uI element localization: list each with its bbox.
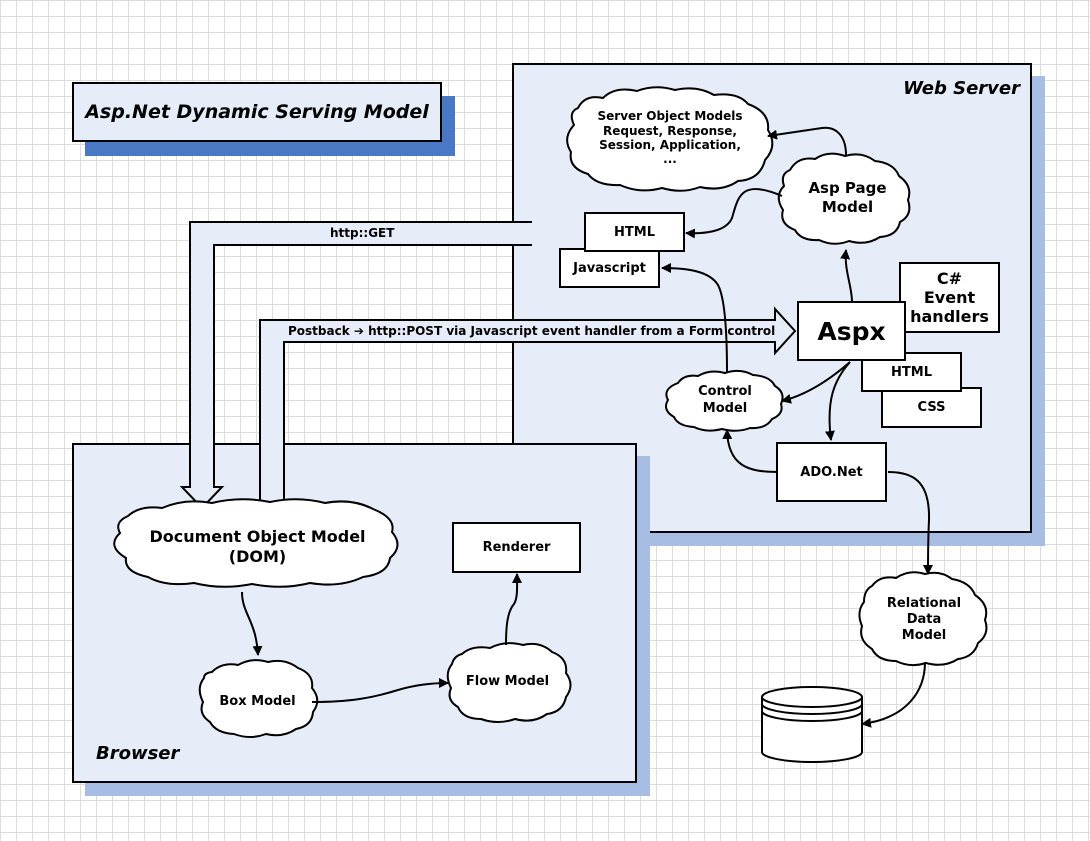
connector-asp-to-html — [685, 188, 783, 239]
server-object-models-cloud — [566, 86, 774, 192]
control-model-cloud — [665, 369, 784, 432]
box-model-label: Box Model — [219, 694, 296, 710]
browser-label: Browser — [96, 743, 180, 764]
connector-box-to-flow — [311, 678, 449, 703]
server-object-models-label: Server Object Models Request, Response, … — [597, 109, 743, 167]
control-model-label: Control Model — [698, 384, 752, 416]
connector-aspx-to-ado — [824, 361, 851, 441]
page-title: Asp.Net Dynamic Serving Model — [85, 101, 429, 123]
database-icon — [761, 686, 863, 763]
browser-panel — [72, 443, 637, 783]
html-box-top: HTML — [584, 212, 685, 252]
flow-model-label: Flow Model — [465, 674, 550, 690]
asp-page-model-cloud — [777, 152, 911, 245]
connector-aspx-to-control — [781, 361, 851, 404]
csharp-event-handlers-box: C# Event handlers — [899, 262, 1000, 333]
javascript-box: Javascript — [559, 248, 660, 288]
connector-flow-to-renderer — [505, 573, 523, 646]
connector-ado-to-relational — [887, 471, 934, 575]
http-get-arrow — [179, 221, 532, 510]
connector-asp-to-som — [767, 126, 847, 156]
http-get-label: http::GET — [330, 226, 395, 240]
asp-page-model-label: Asp Page Model — [808, 178, 887, 216]
connector-ado-to-control — [722, 429, 779, 473]
dom-cloud — [113, 498, 399, 588]
web-server-label: Web Server — [903, 78, 1020, 99]
css-box: CSS — [881, 387, 982, 428]
postback-label: Postback ➔ http::POST via Javascript eve… — [288, 324, 776, 338]
dom-label: Document Object Model (DOM) — [149, 527, 366, 566]
connector-relational-to-db — [861, 661, 926, 728]
connector-dom-to-box — [241, 591, 263, 656]
title-box: Asp.Net Dynamic Serving Model — [72, 82, 442, 142]
aspx-box: Aspx — [797, 301, 906, 361]
box-model-cloud — [198, 659, 319, 738]
relational-data-model-label: Relational Data Model — [886, 595, 962, 644]
renderer-box: Renderer — [452, 522, 581, 573]
http-post-arrow — [259, 306, 797, 506]
flow-model-cloud — [446, 642, 572, 723]
ado-net-box: ADO.Net — [776, 442, 887, 502]
connector-control-to-javascript — [661, 263, 728, 373]
connector-aspx-to-asp — [840, 249, 853, 303]
